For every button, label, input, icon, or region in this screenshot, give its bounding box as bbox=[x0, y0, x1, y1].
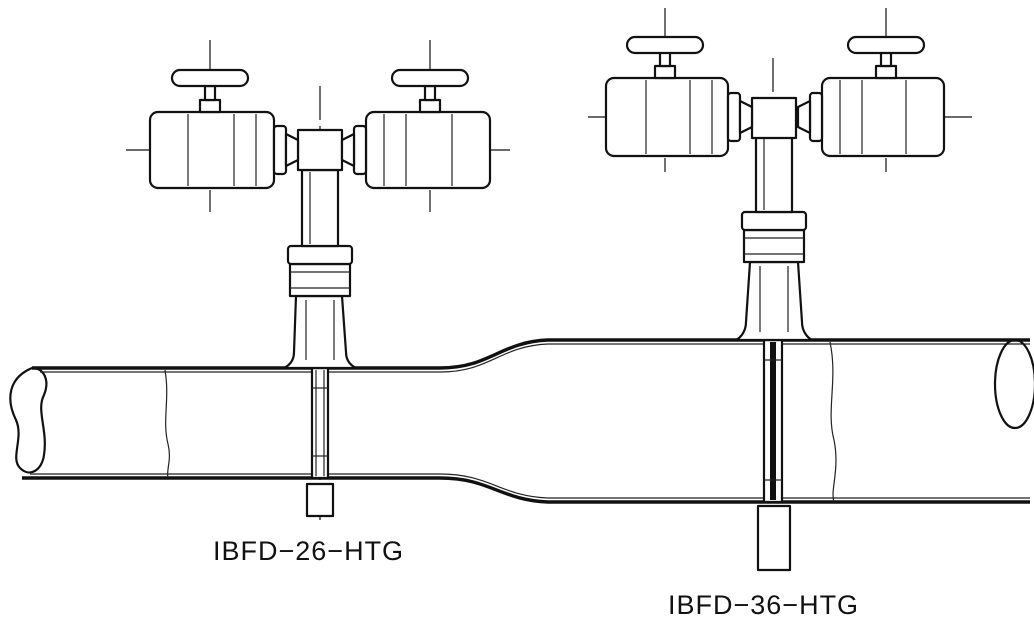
left-fitting-collar bbox=[286, 244, 354, 266]
right-assembly bbox=[588, 8, 972, 572]
handwheel-icon bbox=[170, 68, 250, 88]
pipe-left-end-break bbox=[9, 366, 48, 474]
pipe bbox=[9, 338, 1034, 504]
pipe-right-end bbox=[993, 338, 1034, 430]
right-assembly-valve-right bbox=[796, 35, 946, 158]
left-probe-rod bbox=[310, 366, 330, 480]
right-fitting-nut bbox=[742, 228, 806, 264]
left-fitting-body bbox=[282, 294, 358, 370]
right-probe-tip bbox=[756, 504, 792, 572]
handwheel-icon bbox=[846, 35, 926, 55]
left-assembly-valve-right bbox=[340, 68, 492, 190]
pipe-top-inner-edge bbox=[40, 343, 1030, 373]
left-assembly bbox=[126, 40, 516, 526]
left-assembly-valve-left bbox=[148, 68, 300, 190]
pipe-bottom-edge bbox=[22, 476, 1030, 504]
right-assembly-valve-left bbox=[604, 35, 754, 158]
left-tee bbox=[296, 128, 344, 172]
pipe-right-seam bbox=[829, 341, 837, 503]
right-assembly-label: IBFD−36−HTG bbox=[668, 590, 860, 620]
right-fitting-body bbox=[734, 260, 814, 342]
right-stem bbox=[754, 134, 794, 214]
left-assembly-label: IBFD−26−HTG bbox=[213, 536, 405, 566]
pipe-left-seam bbox=[164, 369, 171, 479]
right-fitting-collar bbox=[740, 210, 808, 232]
pipe-top-edge bbox=[32, 338, 1030, 370]
left-probe-tip bbox=[305, 482, 335, 518]
left-fitting-nut bbox=[288, 262, 352, 298]
handwheel-icon bbox=[390, 68, 470, 88]
handwheel-icon bbox=[625, 35, 705, 55]
left-stem bbox=[300, 168, 340, 248]
pipe-bottom-inner-edge bbox=[30, 473, 1030, 499]
right-tee bbox=[750, 96, 798, 140]
